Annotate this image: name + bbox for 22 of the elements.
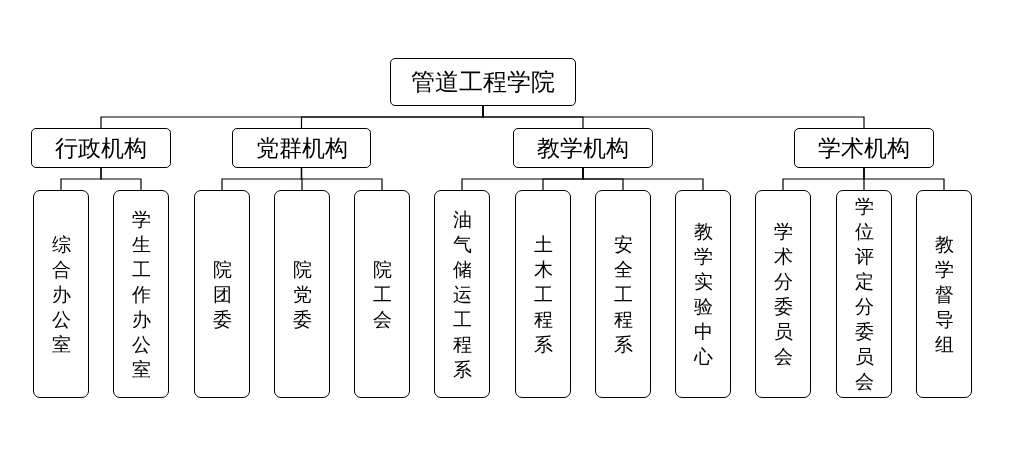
department-box: 教学机构 — [513, 128, 653, 168]
unit-box: 学生工作办公室 — [113, 190, 169, 398]
unit-box: 安全工程系 — [595, 190, 651, 398]
connector-line — [582, 167, 704, 191]
connector-line — [300, 167, 383, 191]
unit-box: 学位评定分委员会 — [836, 190, 892, 398]
root-box: 管道工程学院 — [390, 58, 576, 106]
unit-box: 院党委 — [274, 190, 330, 398]
unit-box: 土木工程系 — [515, 190, 571, 398]
connector-line — [863, 167, 945, 191]
connector-line — [482, 105, 865, 129]
department-box: 行政机构 — [31, 128, 171, 168]
unit-box: 油气储运工程系 — [434, 190, 490, 398]
unit-box: 综合办公室 — [33, 190, 89, 398]
unit-box: 院工会 — [354, 190, 410, 398]
unit-box: 教学督导组 — [916, 190, 972, 398]
unit-box: 教学实验中心 — [675, 190, 731, 398]
connector-line — [100, 167, 142, 191]
unit-box: 学术分委员会 — [755, 190, 811, 398]
department-box: 党群机构 — [232, 128, 371, 168]
department-box: 学术机构 — [794, 128, 934, 168]
unit-box: 院团委 — [194, 190, 250, 398]
